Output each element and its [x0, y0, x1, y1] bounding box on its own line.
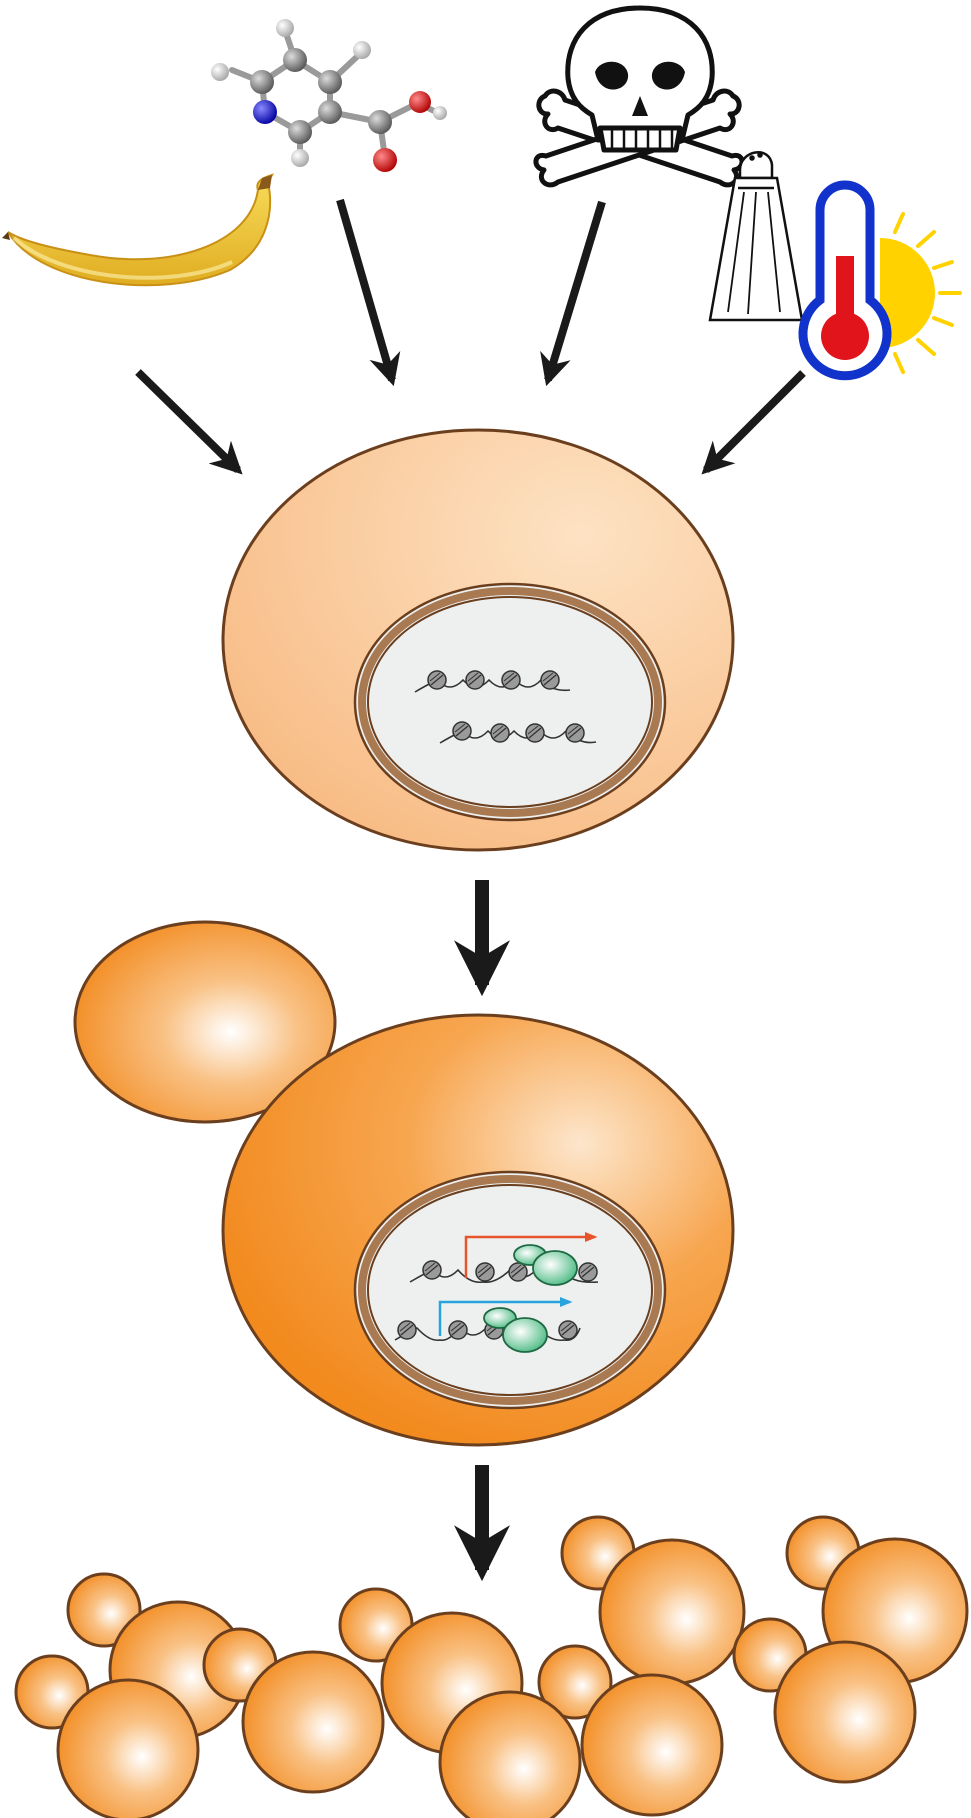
- colony-cell: [56, 1678, 200, 1818]
- arrow-banana-to-cell: [135, 369, 243, 475]
- daughter-bud: [73, 920, 337, 1124]
- colony-cell: [66, 1572, 142, 1648]
- transcript-arrow-red: [464, 1232, 598, 1278]
- colony-cell: [537, 1644, 613, 1720]
- resting-cell: [221, 428, 735, 852]
- chromatin-strand-2: [439, 721, 597, 744]
- active-nucleus: [353, 1170, 667, 1410]
- arrow-molecule-to-cell: [336, 198, 401, 387]
- input-arrows: [135, 198, 806, 475]
- colony-cell: [580, 1673, 724, 1817]
- transcript-arrow-blue: [438, 1297, 573, 1336]
- banana-icon: [2, 173, 275, 287]
- budding-cell: [73, 920, 735, 1447]
- arrow-toxin-to-cell: [540, 200, 606, 387]
- colony-cell: [598, 1538, 746, 1686]
- colony-cell: [773, 1640, 917, 1784]
- active-gene-1: [409, 1232, 599, 1286]
- rna-polymerase-2: [483, 1307, 548, 1353]
- active-gene-2: [394, 1297, 581, 1353]
- colony-cell: [241, 1650, 385, 1794]
- skull-crossbones-icon: [533, 5, 745, 188]
- chromatin-strand-1: [414, 670, 571, 693]
- colony-cell: [438, 1690, 582, 1818]
- resting-nucleus: [353, 582, 667, 822]
- sun-icon: [880, 212, 962, 374]
- thermometer-icon: [798, 180, 892, 381]
- rna-polymerase-1: [513, 1244, 578, 1286]
- salt-shaker-icon: [708, 151, 804, 322]
- arrow-environment-to-cell: [701, 370, 806, 475]
- nicotinic-acid-molecule-icon: [211, 19, 447, 172]
- proliferating-colony: [14, 1515, 969, 1818]
